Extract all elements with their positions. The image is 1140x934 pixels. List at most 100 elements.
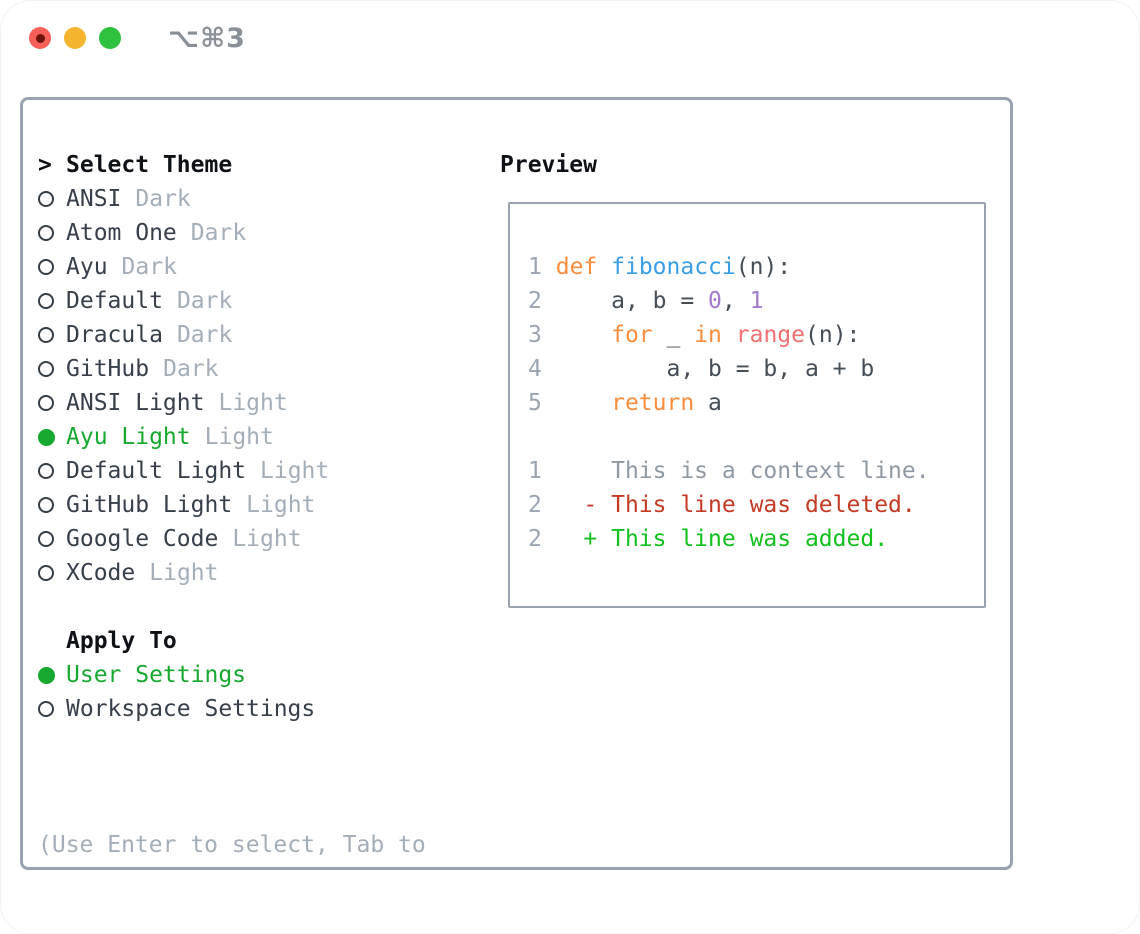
minimize-button[interactable] bbox=[64, 27, 86, 49]
code-line: 1 This is a context line. bbox=[528, 454, 984, 488]
titlebar: ⌥⌘3 bbox=[29, 23, 246, 54]
theme-name: Default bbox=[66, 288, 163, 314]
apply-to-option[interactable]: User Settings bbox=[38, 658, 426, 692]
maximize-button[interactable] bbox=[99, 27, 121, 49]
preview-column: Preview 1 def fibonacci(n):2 a, b = 0, 1… bbox=[500, 148, 986, 608]
code-segment-code: a bbox=[694, 390, 722, 416]
line-number: 2 bbox=[528, 492, 542, 518]
code-line: 4 a, b = b, a + b bbox=[528, 352, 984, 386]
code-segment-code bbox=[597, 254, 611, 280]
code-segment-ctx: This is a context line. bbox=[541, 458, 930, 484]
radio-icon bbox=[38, 225, 54, 241]
code-segment-bi: range bbox=[735, 322, 806, 348]
bullet-cell bbox=[38, 531, 66, 547]
theme-option[interactable]: Default Dark bbox=[38, 284, 426, 318]
theme-name: XCode bbox=[66, 560, 136, 586]
bullet-cell bbox=[38, 565, 66, 581]
theme-name: Ayu Light bbox=[66, 424, 191, 450]
select-theme-header: > Select Theme bbox=[38, 148, 426, 182]
apply-to-option[interactable]: Workspace Settings bbox=[38, 692, 426, 726]
apply-to-header: Apply To bbox=[38, 624, 426, 658]
line-number: 3 bbox=[528, 322, 542, 348]
theme-name: Google Code bbox=[66, 526, 219, 552]
theme-variant: Dark bbox=[163, 356, 219, 382]
option-label: User Settings bbox=[66, 662, 247, 688]
hint-line-2: change focus) bbox=[38, 930, 426, 934]
theme-option[interactable]: Ayu Light Light bbox=[38, 420, 426, 454]
code-segment-add: + This line was added. bbox=[541, 526, 889, 552]
code-line: 1 def fibonacci(n): bbox=[528, 250, 984, 284]
theme-variant: Dark bbox=[176, 322, 233, 348]
line-number: 1 bbox=[528, 458, 542, 484]
theme-option[interactable]: GitHub Dark bbox=[38, 352, 426, 386]
theme-name: Dracula bbox=[66, 322, 163, 348]
code-segment-code: (n): bbox=[735, 254, 792, 280]
theme-variant: Dark bbox=[135, 186, 191, 212]
code-segment-kw: def bbox=[555, 254, 598, 280]
theme-option[interactable]: XCode Light bbox=[38, 556, 426, 590]
unsaved-dot-icon bbox=[35, 33, 45, 43]
code-segment-code bbox=[722, 322, 736, 348]
radio-icon bbox=[38, 327, 54, 343]
radio-icon bbox=[38, 191, 54, 207]
theme-variant: Light bbox=[204, 424, 274, 450]
code-segment-code: _ bbox=[652, 322, 695, 348]
option-label: Workspace Settings bbox=[66, 696, 316, 722]
bullet-cell bbox=[38, 666, 66, 684]
spacer bbox=[38, 726, 426, 760]
preview-title: Preview bbox=[500, 152, 597, 178]
bullet-cell bbox=[38, 395, 66, 411]
bullet-cell bbox=[38, 259, 66, 275]
line-number: 4 bbox=[528, 356, 542, 382]
theme-variant: Light bbox=[246, 492, 316, 518]
theme-name: GitHub Light bbox=[66, 492, 233, 518]
theme-option[interactable]: GitHub Light Light bbox=[38, 488, 426, 522]
theme-variant: Dark bbox=[176, 288, 233, 314]
bullet-cell bbox=[38, 463, 66, 479]
radio-icon bbox=[38, 361, 54, 377]
code-segment-code: , bbox=[721, 288, 750, 314]
radio-icon bbox=[38, 531, 54, 547]
theme-variant: Dark bbox=[121, 254, 177, 280]
code-line: 2 + This line was added. bbox=[528, 522, 984, 556]
theme-name: Ayu bbox=[66, 254, 108, 280]
theme-name: GitHub bbox=[66, 356, 150, 382]
bullet-cell bbox=[38, 361, 66, 377]
bullet-cell bbox=[38, 497, 66, 513]
theme-name: ANSI bbox=[66, 186, 122, 212]
code-line: 2 - This line was deleted. bbox=[528, 488, 984, 522]
bullet-cell bbox=[38, 428, 66, 446]
line-number: 1 bbox=[528, 254, 542, 280]
bullet-cell bbox=[38, 327, 66, 343]
theme-name: ANSI Light bbox=[66, 390, 205, 416]
radio-icon bbox=[38, 565, 54, 581]
theme-option[interactable]: Dracula Dark bbox=[38, 318, 426, 352]
prompt-caret-icon: > bbox=[38, 152, 52, 178]
line-number: 2 bbox=[528, 526, 542, 552]
code-segment-kw: in bbox=[694, 322, 722, 348]
radio-icon bbox=[38, 395, 54, 411]
code-segment-num: 0 bbox=[708, 288, 722, 314]
theme-option[interactable]: ANSI Dark bbox=[38, 182, 426, 216]
code-segment-del: - This line was deleted. bbox=[541, 492, 916, 518]
theme-variant: Light bbox=[260, 458, 330, 484]
theme-option[interactable]: Ayu Dark bbox=[38, 250, 426, 284]
bullet-cell bbox=[38, 293, 66, 309]
code-segment-kw: for bbox=[611, 322, 653, 348]
close-button[interactable] bbox=[29, 27, 51, 49]
radio-icon bbox=[38, 293, 54, 309]
code-line: 3 for _ in range(n): bbox=[528, 318, 984, 352]
theme-variant: Light bbox=[149, 560, 219, 586]
code-segment-fn: fibonacci bbox=[611, 254, 736, 280]
